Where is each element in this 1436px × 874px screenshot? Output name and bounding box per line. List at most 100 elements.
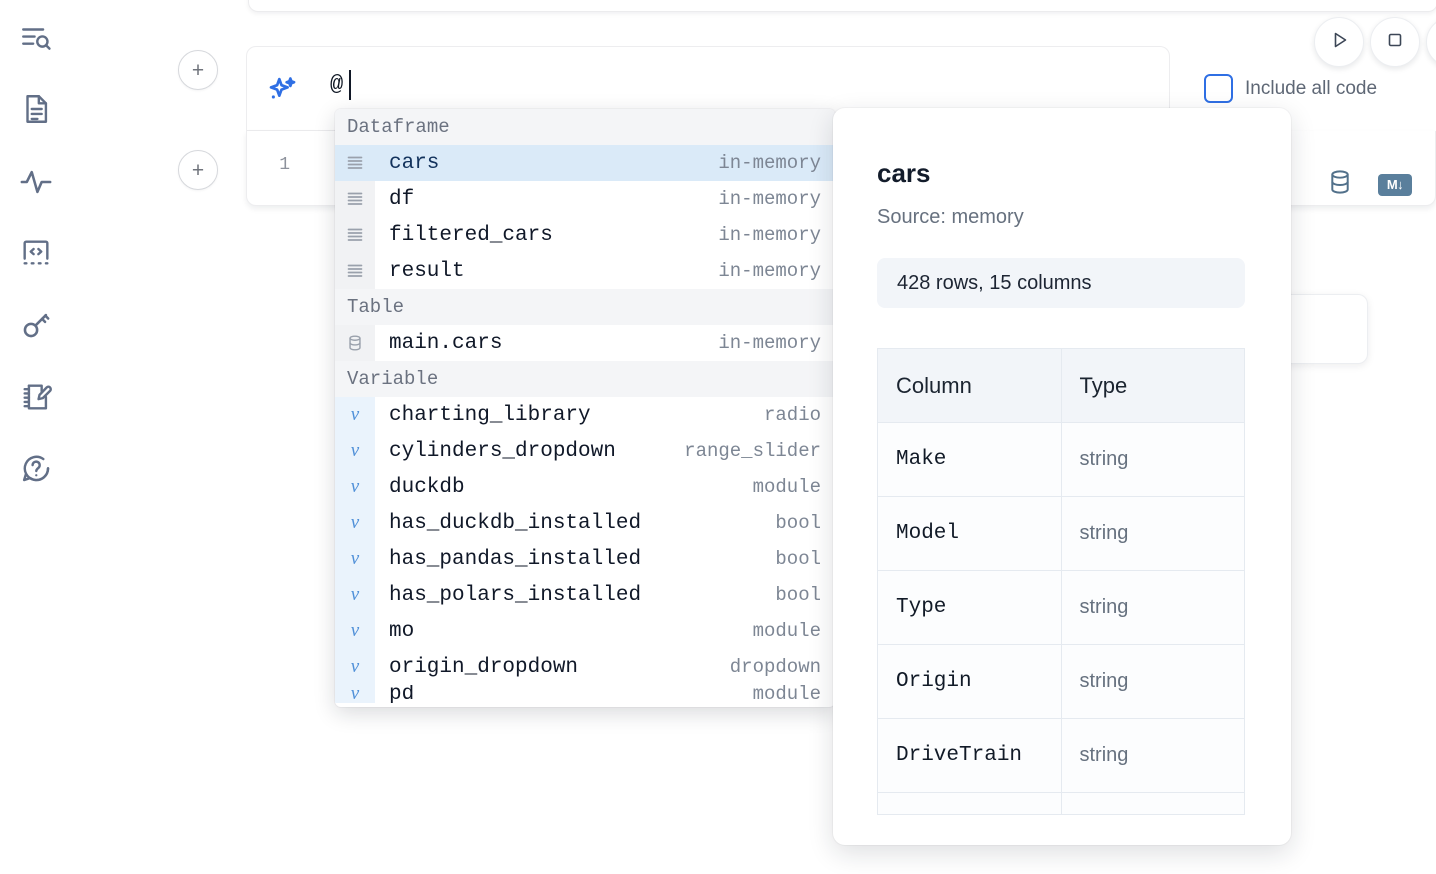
autocomplete-item-filtered-cars[interactable]: filtered_cars in-memory — [335, 217, 835, 253]
explore-outline-icon — [19, 21, 53, 55]
autocomplete-item-result[interactable]: result in-memory — [335, 253, 835, 289]
autocomplete-item-name: has_polars_installed — [389, 583, 642, 607]
autocomplete-item-cylinders-dropdown[interactable]: v cylinders_dropdown range_slider — [335, 433, 835, 469]
autocomplete-item-origin-dropdown[interactable]: v origin_dropdown dropdown — [335, 649, 835, 685]
autocomplete-item-name: has_duckdb_installed — [389, 511, 642, 535]
variable-icon: v — [335, 505, 375, 541]
autocomplete-item-has-duckdb-installed[interactable]: v has_duckdb_installed bool — [335, 505, 835, 541]
include-all-code-label: Include all code — [1245, 77, 1378, 99]
preview-source: Source: memory — [877, 206, 1024, 228]
autocomplete-item-type: bool — [775, 584, 821, 606]
autocomplete-item-type: module — [752, 620, 821, 642]
notebook-edit-icon — [19, 380, 53, 414]
line-number: 1 — [279, 155, 290, 175]
autocomplete-item-name: df — [389, 187, 415, 211]
autocomplete-item-type: in-memory — [718, 152, 821, 174]
run-cell-button[interactable] — [1314, 17, 1364, 67]
sidebar-item-help[interactable] — [10, 443, 62, 495]
dataframe-preview-panel: cars Source: memory 428 rows, 15 columns… — [833, 108, 1291, 845]
autocomplete-item-name: has_pandas_installed — [389, 547, 642, 571]
add-cell-button-top[interactable]: + — [178, 50, 218, 90]
autocomplete-item-name: duckdb — [389, 475, 465, 499]
variable-icon: v — [335, 649, 375, 685]
activity-pulse-icon — [19, 165, 53, 199]
text-caret — [349, 70, 351, 100]
autocomplete-item-mo[interactable]: v mo module — [335, 613, 835, 649]
help-chat-icon — [19, 452, 53, 486]
autocomplete-item-charting-library[interactable]: v charting_library radio — [335, 397, 835, 433]
include-all-code-row[interactable]: Include all code — [1204, 74, 1377, 103]
autocomplete-item-type: in-memory — [718, 332, 821, 354]
sidebar-item-activity[interactable] — [10, 156, 62, 208]
sidebar-item-secrets[interactable] — [10, 299, 62, 351]
variable-icon: v — [335, 397, 375, 433]
more-actions-button[interactable] — [1426, 17, 1436, 67]
variable-icon: v — [335, 577, 375, 613]
autocomplete-item-type: in-memory — [718, 224, 821, 246]
sidebar-item-files[interactable] — [10, 83, 62, 135]
include-all-code-checkbox[interactable] — [1204, 74, 1233, 103]
autocomplete-item-name: origin_dropdown — [389, 655, 579, 679]
autocomplete-item-type: range_slider — [684, 440, 821, 462]
autocomplete-group-label: Table — [335, 289, 835, 325]
stop-cell-button[interactable] — [1370, 17, 1420, 67]
add-cell-button-bottom[interactable]: + — [178, 150, 218, 190]
sidebar-item-scratchpad[interactable] — [10, 371, 62, 423]
table-row: DriveTrain string — [877, 718, 1245, 793]
autocomplete-item-name: mo — [389, 619, 415, 643]
table-header-row: Column Type — [877, 348, 1245, 423]
plus-icon: + — [191, 58, 205, 82]
autocomplete-item-name: cylinders_dropdown — [389, 439, 616, 463]
table-row: Origin string — [877, 644, 1245, 719]
autocomplete-group-label: Dataframe — [335, 109, 835, 145]
autocomplete-item-name: charting_library — [389, 403, 591, 427]
cell-column-type: string — [1060, 496, 1245, 571]
autocomplete-item-type: bool — [775, 512, 821, 534]
preview-schema-table: Column Type Make string Model string Typ… — [877, 348, 1245, 815]
autocomplete-item-cars[interactable]: cars in-memory — [335, 145, 835, 181]
autocomplete-item-duckdb[interactable]: v duckdb module — [335, 469, 835, 505]
preview-title: cars — [877, 158, 931, 188]
table-row: Make string — [877, 422, 1245, 497]
database-icon — [335, 325, 375, 361]
dataframe-rows-icon — [335, 145, 375, 181]
sidebar-item-outline[interactable] — [10, 12, 62, 64]
cell-above-partial — [248, 0, 1436, 12]
database-icon[interactable] — [1326, 168, 1354, 201]
variable-icon: v — [335, 541, 375, 577]
ai-prompt-input[interactable]: @ — [330, 72, 344, 97]
autocomplete-item-has-pandas-installed[interactable]: v has_pandas_installed bool — [335, 541, 835, 577]
left-icon-rail — [0, 0, 72, 874]
autocomplete-item-type: bool — [775, 548, 821, 570]
autocomplete-item-name: filtered_cars — [389, 223, 553, 247]
cell-column-type: string — [1060, 570, 1245, 645]
autocomplete-item-df[interactable]: df in-memory — [335, 181, 835, 217]
autocomplete-item-name: main.cars — [389, 331, 503, 355]
variable-icon: v — [335, 613, 375, 649]
cell-column-name: Type — [877, 570, 1062, 645]
table-row: Model string — [877, 496, 1245, 571]
mention-autocomplete-dropdown[interactable]: Dataframe cars in-memory df in-memory — [335, 109, 835, 707]
variable-icon: v — [335, 433, 375, 469]
markdown-icon[interactable]: M↓ — [1378, 173, 1412, 196]
autocomplete-group-label: Variable — [335, 361, 835, 397]
key-secrets-icon — [19, 308, 53, 342]
autocomplete-item-has-polars-installed[interactable]: v has_polars_installed bool — [335, 577, 835, 613]
cell-column-type: string — [1060, 644, 1245, 719]
cell-action-icons: M↓ — [1326, 168, 1412, 201]
cell-column-type: string — [1060, 422, 1245, 497]
autocomplete-item-main-cars[interactable]: main.cars in-memory — [335, 325, 835, 361]
cell-column-name: DriveTrain — [877, 718, 1062, 793]
variable-icon: v — [335, 685, 375, 703]
column-header-type: Type — [1060, 348, 1245, 423]
cell-column-name: Origin — [877, 644, 1062, 719]
preview-shape-badge: 428 rows, 15 columns — [877, 258, 1245, 308]
autocomplete-item-type: dropdown — [729, 656, 821, 678]
cell-column-type: string — [1060, 718, 1245, 793]
variable-icon: v — [335, 469, 375, 505]
table-row-clipped — [877, 792, 1245, 815]
sidebar-item-snippets[interactable] — [10, 227, 62, 279]
autocomplete-item-type: radio — [763, 404, 821, 426]
autocomplete-item-pd[interactable]: v pd module — [335, 685, 835, 703]
sparkles-icon — [266, 74, 300, 108]
